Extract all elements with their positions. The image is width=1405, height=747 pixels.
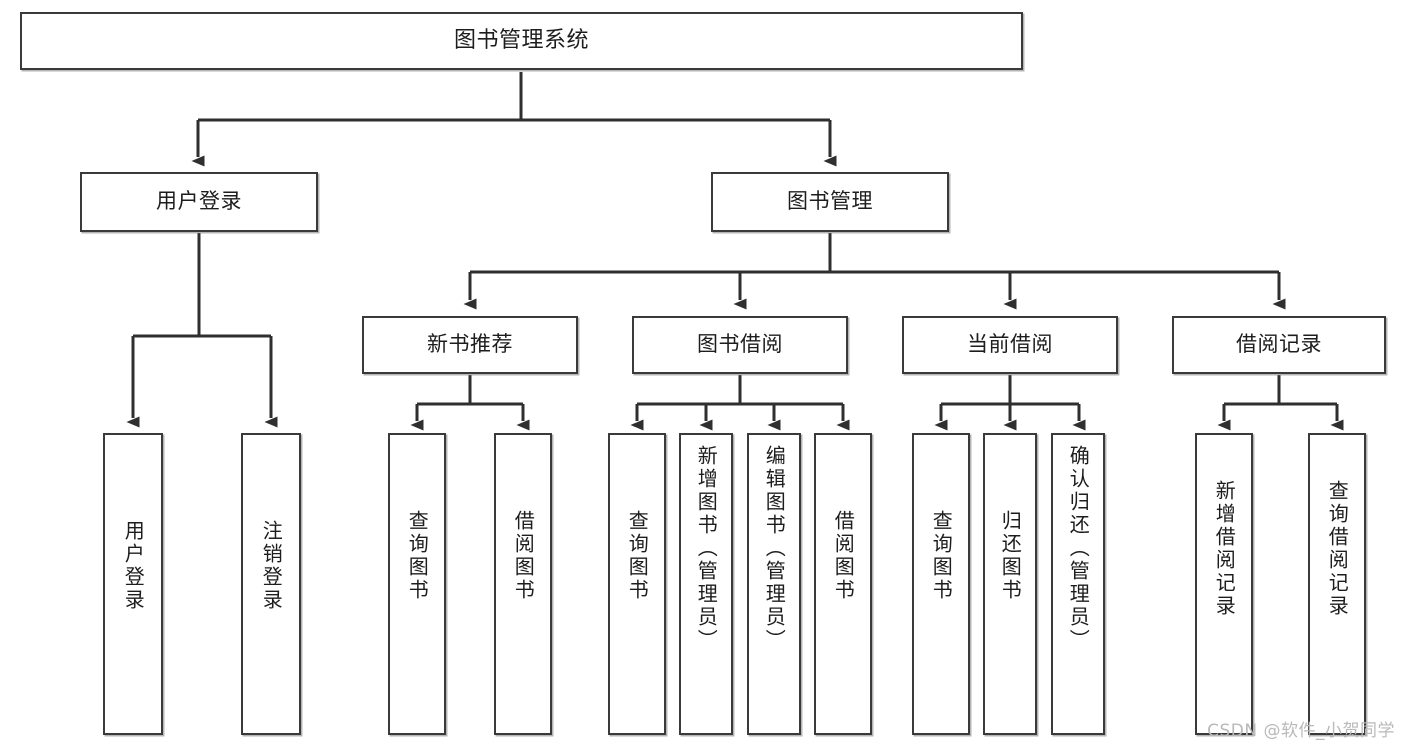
- node-user-login[interactable]: 用户登录: [80, 172, 318, 232]
- node-new-book-recommend-label: 新书推荐: [427, 332, 513, 357]
- leaf-logout[interactable]: 注销登录: [241, 433, 301, 735]
- leaf-logout-label: 注销登录: [259, 520, 284, 612]
- leaf-add-record[interactable]: 新增借阅记录: [1195, 433, 1253, 735]
- node-book-borrow-label: 图书借阅: [697, 332, 783, 357]
- node-root[interactable]: 图书管理系统: [20, 12, 1023, 70]
- leaf-add-book-label: 新增图书（管理员）: [694, 445, 719, 652]
- leaf-query-record-label: 查询借阅记录: [1325, 480, 1350, 618]
- node-current-borrow-label: 当前借阅: [967, 332, 1053, 357]
- leaf-return-book-label: 归还图书: [998, 510, 1023, 602]
- leaf-borrow-book-2-label: 借阅图书: [831, 510, 856, 602]
- leaf-edit-book-label: 编辑图书（管理员）: [762, 445, 787, 652]
- leaf-user-login-label: 用户登录: [121, 520, 146, 612]
- node-root-label: 图书管理系统: [453, 28, 589, 54]
- leaf-query-record[interactable]: 查询借阅记录: [1308, 433, 1366, 735]
- leaf-query-book-3-label: 查询图书: [929, 510, 954, 602]
- leaf-borrow-book-1-label: 借阅图书: [511, 510, 536, 602]
- node-book-borrow[interactable]: 图书借阅: [632, 316, 848, 374]
- leaf-query-book-2[interactable]: 查询图书: [608, 433, 666, 735]
- leaf-borrow-book-2[interactable]: 借阅图书: [814, 433, 872, 735]
- leaf-query-book-1[interactable]: 查询图书: [388, 433, 446, 735]
- node-new-book-recommend[interactable]: 新书推荐: [362, 316, 578, 374]
- node-current-borrow[interactable]: 当前借阅: [902, 316, 1118, 374]
- leaf-add-record-label: 新增借阅记录: [1212, 480, 1237, 618]
- leaf-return-book[interactable]: 归还图书: [983, 433, 1037, 735]
- node-book-manage[interactable]: 图书管理: [711, 172, 949, 232]
- leaf-confirm-return[interactable]: 确认归还（管理员）: [1051, 433, 1105, 735]
- leaf-user-login[interactable]: 用户登录: [103, 433, 163, 735]
- leaf-confirm-return-label: 确认归还（管理员）: [1066, 445, 1091, 652]
- leaf-query-book-1-label: 查询图书: [405, 510, 430, 602]
- node-user-login-label: 用户登录: [156, 189, 242, 214]
- node-borrow-record-label: 借阅记录: [1236, 332, 1322, 357]
- node-borrow-record[interactable]: 借阅记录: [1172, 316, 1386, 374]
- leaf-borrow-book-1[interactable]: 借阅图书: [494, 433, 552, 735]
- node-book-manage-label: 图书管理: [787, 189, 873, 214]
- leaf-query-book-2-label: 查询图书: [625, 510, 650, 602]
- leaf-edit-book[interactable]: 编辑图书（管理员）: [747, 433, 801, 735]
- csdn-watermark: CSDN @软件_小贺同学: [1207, 721, 1395, 741]
- leaf-query-book-3[interactable]: 查询图书: [912, 433, 970, 735]
- leaf-add-book[interactable]: 新增图书（管理员）: [679, 433, 733, 735]
